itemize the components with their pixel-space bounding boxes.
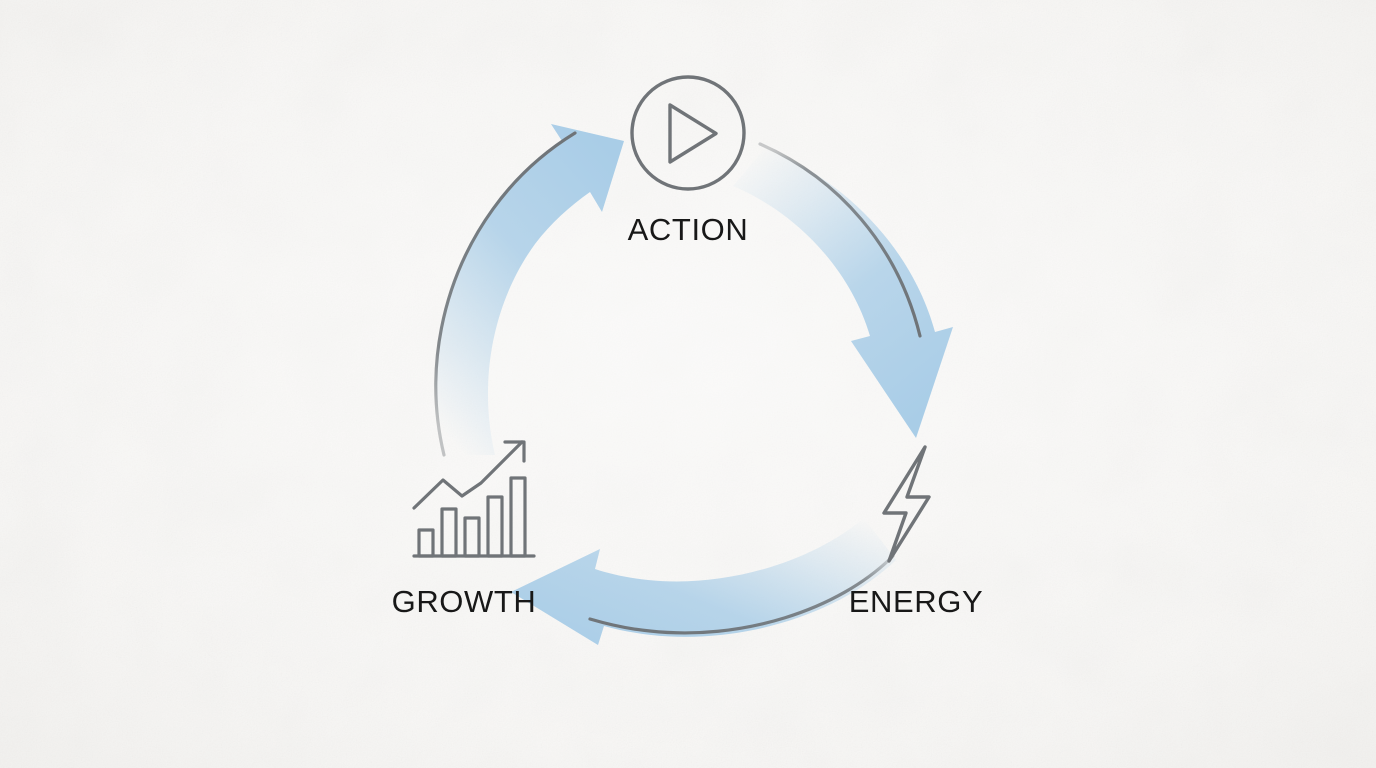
- play-circle-icon: [630, 75, 746, 191]
- node-label-action: ACTION: [627, 212, 749, 247]
- node-label-energy: ENERGY: [848, 584, 984, 619]
- arrow-energy-to-growth: [511, 518, 896, 645]
- lightning-bolt-icon: [882, 445, 931, 563]
- node-label-growth: GROWTH: [391, 584, 537, 619]
- arrow-action-to-energy: [733, 142, 953, 438]
- arrow-growth-to-action: [434, 124, 624, 457]
- bar-chart-growth-icon: [412, 440, 536, 558]
